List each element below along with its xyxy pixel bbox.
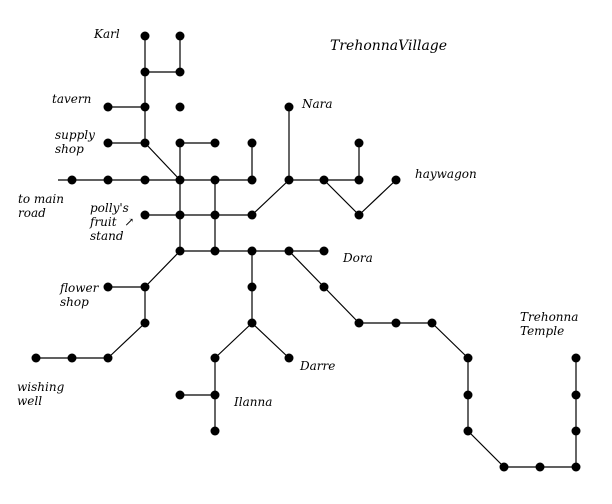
map-node: [354, 318, 364, 328]
map-node: [140, 318, 150, 328]
map-node: [391, 175, 401, 185]
map-node: [140, 138, 150, 148]
map-node: [319, 246, 329, 256]
map-node: [175, 138, 185, 148]
map-node: [210, 138, 220, 148]
label-nara: Nara: [302, 97, 333, 111]
label-haywagon: haywagon: [415, 167, 477, 181]
map-node: [210, 390, 220, 400]
map-node: [354, 210, 364, 220]
path-segment: [358, 179, 397, 216]
path-segment: [144, 142, 181, 181]
map-node: [140, 175, 150, 185]
map-node: [284, 175, 294, 185]
map-node: [571, 462, 581, 472]
map-node: [175, 246, 185, 256]
label-trehonna-temple: Trehonna Temple: [520, 310, 579, 338]
map-node: [175, 67, 185, 77]
map-node: [319, 282, 329, 292]
path-segment: [467, 430, 505, 468]
label-wishing-well: wishing well: [17, 380, 65, 408]
label-karl: Karl: [94, 27, 120, 41]
path-segment: [431, 322, 469, 359]
path-segment: [214, 322, 253, 359]
label-ilanna: Ilanna: [234, 395, 273, 409]
map-node: [67, 175, 77, 185]
map-node: [247, 175, 257, 185]
map-node: [247, 246, 257, 256]
map-node: [103, 282, 113, 292]
map-node: [284, 353, 294, 363]
map-node: [103, 138, 113, 148]
map-node: [571, 426, 581, 436]
label-supply-shop: supply shop: [55, 128, 95, 156]
map-node: [319, 175, 329, 185]
map-node: [140, 31, 150, 41]
map-node: [210, 426, 220, 436]
map-node: [535, 462, 545, 472]
map-node: [140, 67, 150, 77]
map-node: [210, 353, 220, 363]
map-node: [247, 210, 257, 220]
map-node: [571, 353, 581, 363]
map-node: [210, 246, 220, 256]
path-segment: [251, 322, 290, 359]
map-node: [247, 318, 257, 328]
map-node: [67, 353, 77, 363]
label-tavern: tavern: [52, 92, 92, 106]
label-darre: Darre: [300, 359, 336, 373]
map-node: [140, 102, 150, 112]
map-node: [175, 31, 185, 41]
map-node: [284, 246, 294, 256]
map-node: [103, 353, 113, 363]
path-segment: [251, 179, 290, 216]
map-title: TrehonnaVillage: [330, 38, 448, 54]
map-node: [499, 462, 509, 472]
path-segment: [144, 250, 181, 288]
map-node: [284, 102, 294, 112]
map-node: [354, 138, 364, 148]
map-node: [354, 175, 364, 185]
label-dora: Dora: [343, 251, 373, 265]
map-node: [210, 175, 220, 185]
map-node: [175, 210, 185, 220]
map-node: [463, 390, 473, 400]
label-flower-shop: flower shop: [60, 281, 99, 309]
map-node: [427, 318, 437, 328]
map-node: [31, 353, 41, 363]
map-node: [247, 138, 257, 148]
map-node: [140, 282, 150, 292]
path-segment: [288, 250, 325, 288]
map-node: [247, 282, 257, 292]
map-node: [571, 390, 581, 400]
map-node: [463, 426, 473, 436]
map-node: [140, 210, 150, 220]
map-node: [391, 318, 401, 328]
map-node: [175, 102, 185, 112]
map-node: [175, 390, 185, 400]
path-segment: [107, 322, 146, 359]
label-main-road: to main road: [18, 192, 64, 220]
map-node: [210, 210, 220, 220]
map-node: [175, 175, 185, 185]
map-node: [463, 353, 473, 363]
path-segment: [323, 286, 360, 324]
map-node: [103, 175, 113, 185]
label-pollys-fruit-stand: polly's fruit ↗ stand: [90, 201, 135, 243]
map-node: [103, 102, 113, 112]
path-segment: [323, 179, 360, 216]
